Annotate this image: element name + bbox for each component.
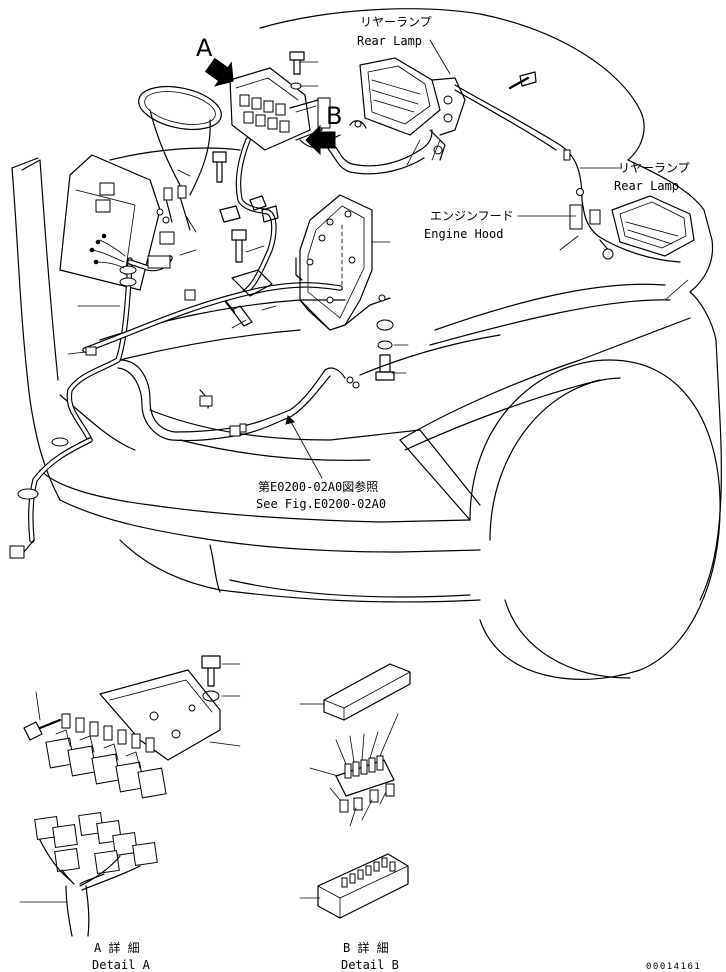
- label-rear-lamp-right-jp: リヤーランプ: [618, 161, 690, 175]
- label-detail-a-jp: A 詳 細: [94, 940, 140, 955]
- detail-b-drawing: [299, 663, 411, 919]
- label-detail-b-jp: B 詳 細: [343, 940, 389, 955]
- label-rear-lamp-right-en: Rear Lamp: [614, 179, 679, 193]
- label-see-fig-jp: 第E0200-02A0図参照: [258, 479, 378, 494]
- main-harness: [9, 120, 433, 559]
- label-engine-hood-en: Engine Hood: [424, 227, 503, 241]
- rear-lamp-wiring: [454, 71, 681, 263]
- label-detail-a-en: Detail A: [92, 958, 151, 972]
- rear-lamp-top: [359, 57, 466, 161]
- relay-bracket-top: [229, 51, 341, 151]
- view-arrow-a: A: [196, 34, 234, 87]
- rear-lamp-right: [569, 195, 695, 257]
- drawing-code: 00014161: [646, 962, 701, 972]
- mounting-plate: [295, 194, 395, 381]
- leader-lines: [67, 39, 689, 479]
- view-arrow-b: B: [305, 102, 342, 156]
- label-rear-lamp-top-jp: リヤーランプ: [360, 15, 432, 29]
- label-see-fig-en: See Fig.E0200-02A0: [256, 497, 386, 511]
- label-detail-b-en: Detail B: [341, 958, 399, 972]
- text-labels: リヤーランプ Rear Lamp リヤーランプ Rear Lamp エンジンフー…: [92, 15, 701, 972]
- label-engine-hood-jp: エンジンフード: [430, 209, 514, 223]
- label-rear-lamp-top-en: Rear Lamp: [357, 34, 422, 48]
- detail-a-drawing: [19, 655, 241, 937]
- machine-body-outline: [11, 8, 722, 680]
- fasteners: [212, 151, 279, 327]
- view-label-b: B: [326, 102, 342, 130]
- view-label-a: A: [196, 34, 213, 62]
